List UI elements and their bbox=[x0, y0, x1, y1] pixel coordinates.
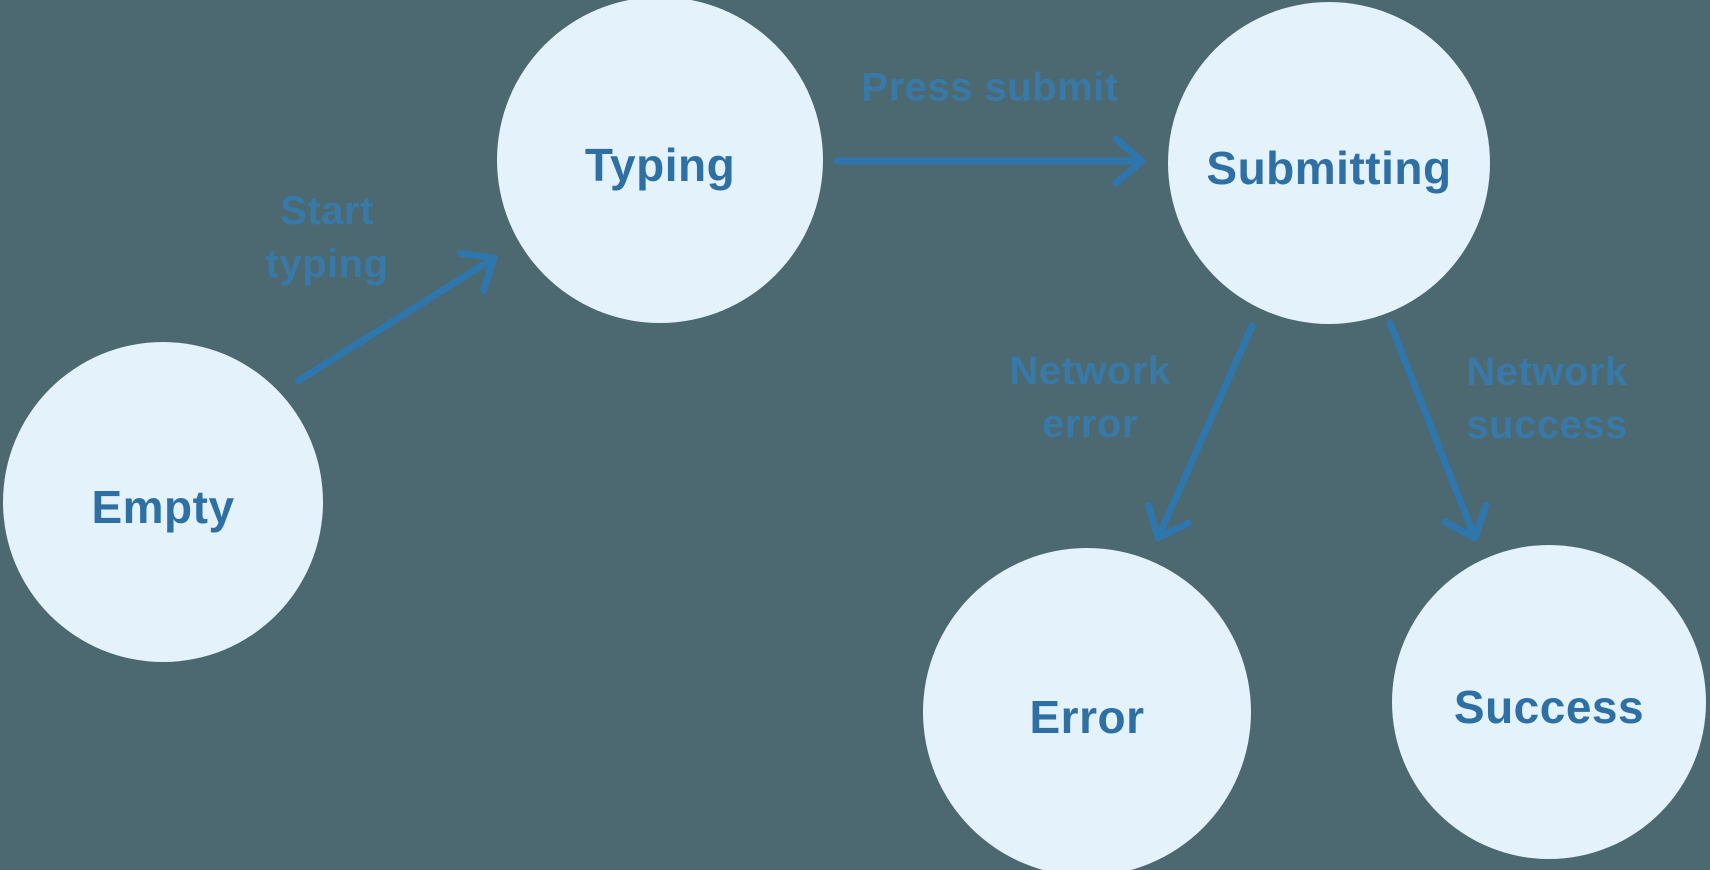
arrow-shaft bbox=[1386, 319, 1479, 542]
state-label-error: Error bbox=[1029, 691, 1145, 743]
state-label-submitting: Submitting bbox=[1206, 142, 1452, 194]
arrowhead-icon bbox=[1112, 135, 1146, 187]
state-node-error: Error bbox=[923, 548, 1251, 870]
edge-label-line: Press submit bbox=[861, 65, 1119, 110]
state-label-typing: Typing bbox=[584, 139, 736, 191]
edge-label-line: success bbox=[1466, 403, 1628, 447]
arrow-shaft bbox=[1154, 322, 1256, 542]
arrowhead-icon bbox=[1441, 502, 1490, 542]
edge-label-line: Network bbox=[1009, 349, 1171, 393]
edge-label-line: typing bbox=[265, 242, 389, 286]
state-node-success: Success bbox=[1392, 545, 1706, 859]
arrowhead-icon bbox=[1145, 501, 1192, 542]
state-node-typing: Typing bbox=[497, 0, 823, 323]
edge-label-press-submit: Press submit bbox=[861, 62, 1118, 115]
edge-label-start-typing: Start typing bbox=[266, 185, 389, 291]
state-node-empty: Empty bbox=[3, 342, 323, 662]
edge-label-network-error: Network error bbox=[1009, 345, 1170, 451]
arrowhead-icon bbox=[456, 249, 498, 294]
state-label-empty: Empty bbox=[91, 481, 235, 533]
edge-label-line: Network bbox=[1466, 350, 1628, 394]
edge-label-network-success: Network success bbox=[1466, 346, 1627, 452]
state-node-submitting: Submitting bbox=[1168, 2, 1490, 324]
edge-label-line: Start bbox=[280, 189, 374, 233]
state-label-success: Success bbox=[1453, 681, 1645, 733]
transition-arrow-press-submit bbox=[833, 135, 1146, 187]
edge-label-line: error bbox=[1042, 402, 1138, 446]
